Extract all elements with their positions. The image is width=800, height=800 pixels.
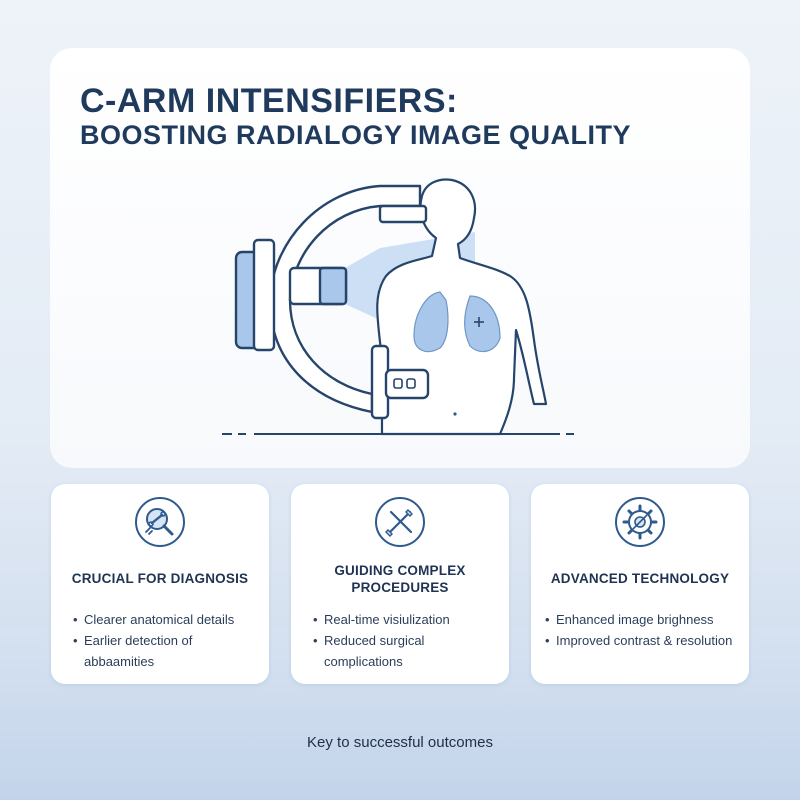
bullet-continued-text: complications [324,654,403,669]
card-title: CRUCIAL FOR DIAGNOSIS [71,571,249,586]
page-title: C-ARM INTENSIFIERS: [80,82,458,120]
card-procedures: GUIDING COMPLEX PROCEDURES Real-time vis… [291,484,509,684]
bullet-item-continued: complications [313,652,499,671]
bullet-item: Earlier detection of [73,631,259,650]
bullet-continued-text: abbaamities [84,654,155,669]
bullet-item-continued: abbaamities [73,652,259,671]
bullet-item: Enhanced image brighness [545,610,739,629]
card-title: ADVANCED TECHNOLOGY [550,571,730,586]
crosshair [474,317,484,327]
c-arm-illustration [222,178,574,436]
crossed-surgical-tools-icon [375,497,425,547]
marker-dot [453,412,457,416]
card-bullets: Clearer anatomical details Earlier detec… [73,610,259,673]
c-arm-machine [234,184,430,420]
gear-technology-icon [615,497,665,547]
card-technology: ADVANCED TECHNOLOGY Enhanced image brigh… [531,484,749,684]
control-buttons [393,378,416,389]
card-title: GUIDING COMPLEX PROCEDURES [299,562,501,596]
bullet-item: Real-time visiulization [313,610,499,629]
card-bullets: Real-time visiulization Reduced surgical… [313,610,499,673]
bullet-item: Reduced surgical [313,631,499,650]
bullet-item: Improved contrast & resolution [545,631,739,650]
magnifier-bone-icon [135,497,185,547]
card-diagnosis: CRUCIAL FOR DIAGNOSIS Clearer anatomical… [51,484,269,684]
card-title-line2: PROCEDURES [351,580,449,595]
footer-tagline: Key to successful outcomes [307,734,493,751]
lungs [413,291,501,353]
card-title-line1: GUIDING COMPLEX [334,563,466,578]
card-bullets: Enhanced image brighness Improved contra… [545,610,739,652]
bullet-item: Clearer anatomical details [73,610,259,629]
page-subtitle: BOOSTING RADIALOGY IMAGE QUALITY [80,120,632,150]
